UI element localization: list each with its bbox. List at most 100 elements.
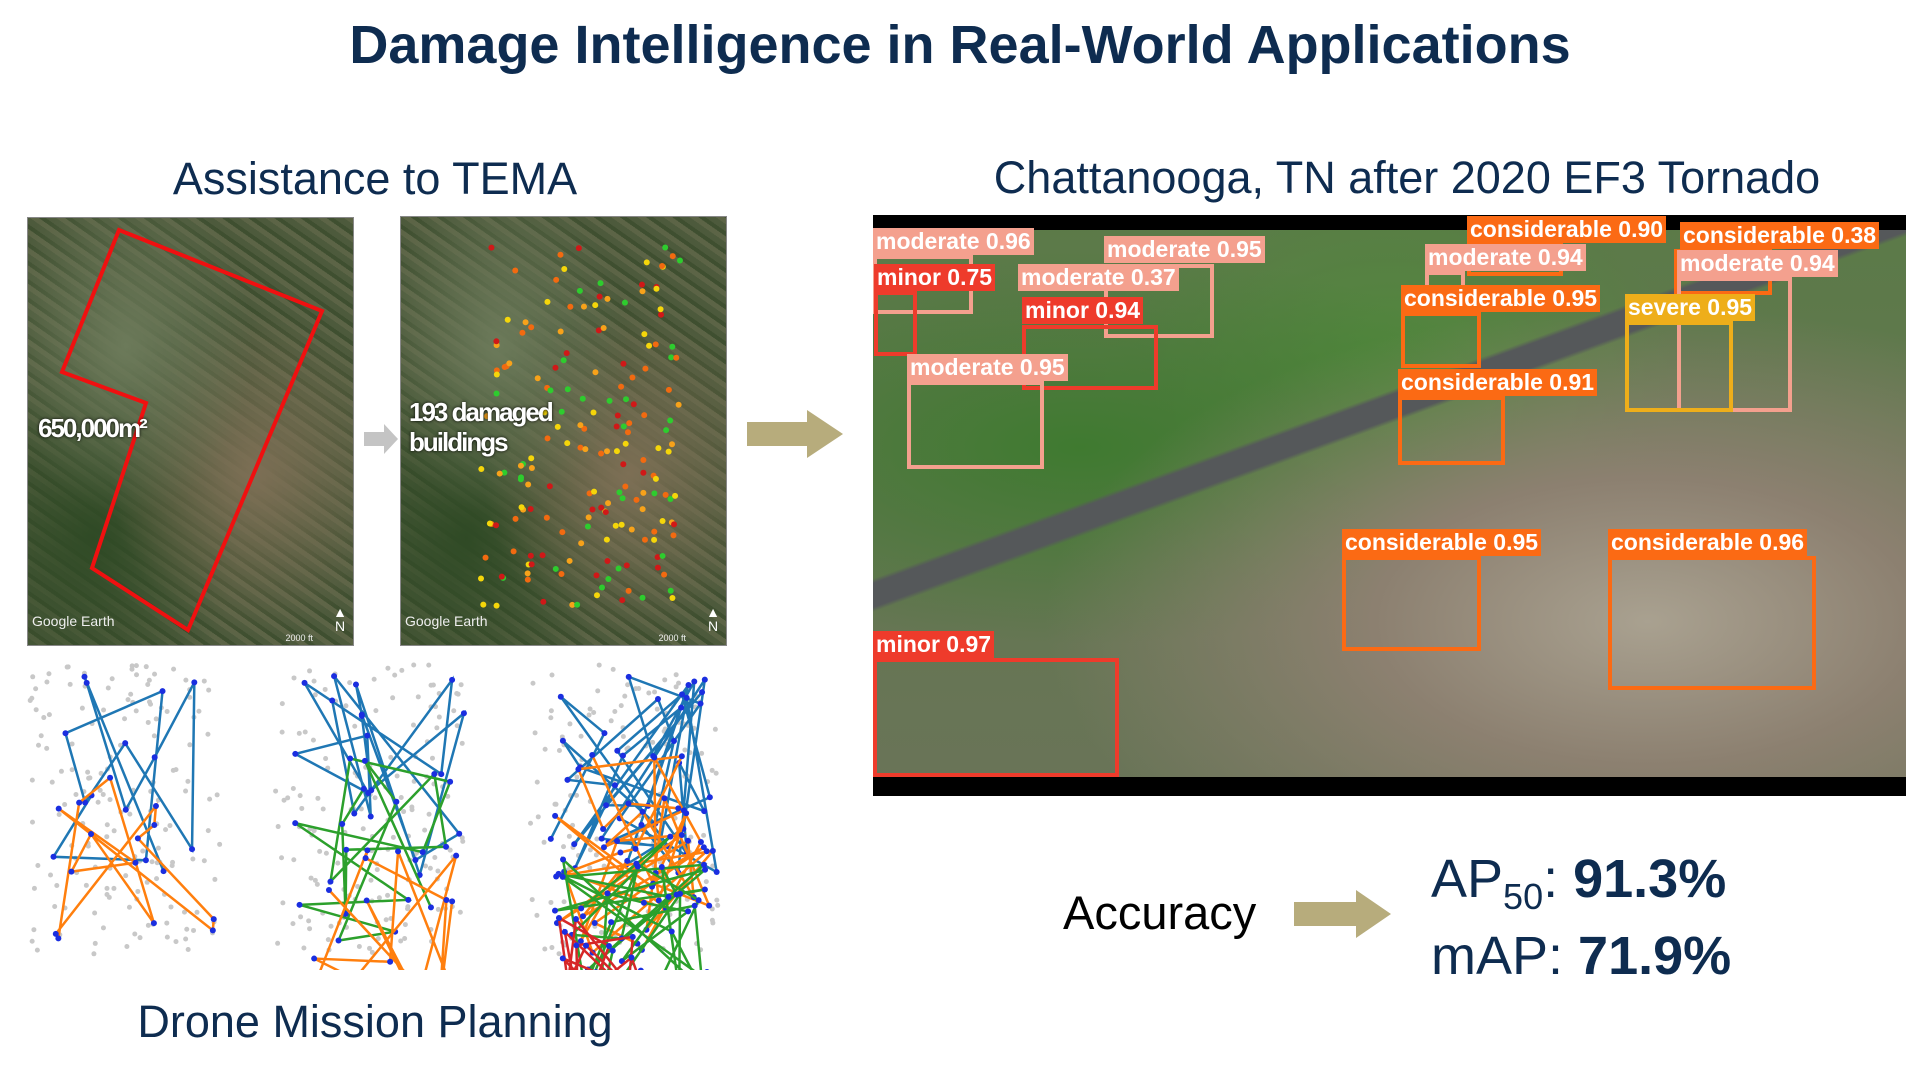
damage-pin: [640, 456, 647, 463]
waypoint: [549, 945, 555, 951]
path-node: [701, 886, 708, 893]
path-node: [628, 954, 635, 961]
detection-label: minor 0.97: [873, 631, 995, 658]
damage-pin: [504, 316, 511, 323]
damage-pin: [615, 565, 622, 572]
detection-box-considerable: [1342, 556, 1481, 651]
waypoint: [356, 944, 362, 950]
path-node: [678, 704, 685, 711]
waypoint: [154, 876, 160, 882]
detection-label: minor 0.75: [874, 264, 996, 291]
damage-pin: [618, 383, 625, 390]
waypoint: [595, 688, 601, 694]
damage-pin: [619, 495, 626, 502]
waypoint: [561, 899, 567, 905]
waypoint: [30, 674, 36, 680]
damage-pin: [620, 360, 627, 367]
waypoint: [36, 742, 42, 748]
waypoint: [279, 855, 285, 861]
damage-pin: [659, 518, 666, 525]
waypoint: [65, 664, 71, 670]
damage-pin: [557, 328, 564, 335]
path-node: [654, 696, 661, 703]
damage-pin: [528, 465, 535, 472]
damage-pin: [566, 557, 573, 564]
path-node: [364, 847, 371, 854]
waypoint: [429, 755, 435, 761]
waypoint: [124, 944, 130, 950]
damage-pin: [578, 540, 585, 547]
path-node: [638, 821, 645, 828]
path-node: [591, 919, 598, 926]
damage-pin: [493, 371, 500, 378]
detection-label: severe 0.95: [1625, 294, 1756, 321]
damage-pin: [586, 490, 593, 497]
waypoint: [107, 797, 113, 803]
damage-pin: [638, 281, 645, 288]
path-node: [603, 802, 610, 809]
waypoint: [587, 865, 593, 871]
waypoint: [149, 859, 155, 865]
waypoint: [390, 834, 396, 840]
waypoint: [92, 910, 98, 916]
waypoint: [134, 672, 140, 678]
chattanooga-heading: Chattanooga, TN after 2020 EF3 Tornado: [993, 152, 1821, 203]
path-node: [559, 737, 566, 744]
waypoint: [151, 733, 157, 739]
waypoint: [73, 792, 79, 798]
waypoint: [325, 937, 331, 943]
waypoint: [394, 773, 400, 779]
path-node: [651, 754, 658, 761]
detection-label: considerable 0.95: [1401, 285, 1601, 312]
path-node: [557, 693, 564, 700]
detection-label: moderate 0.94: [1425, 244, 1586, 271]
waypoint: [111, 828, 117, 834]
path-node: [701, 676, 708, 683]
waypoint: [650, 739, 656, 745]
waypoint: [83, 882, 89, 888]
waypoint: [279, 701, 285, 707]
damage-pin: [622, 440, 629, 447]
path-node: [122, 740, 129, 747]
damage-pin: [540, 598, 547, 605]
waypoint: [44, 745, 50, 751]
waypoint: [147, 699, 153, 705]
path-node: [210, 916, 217, 923]
waypoint: [561, 844, 567, 850]
waypoint: [426, 811, 432, 817]
waypoint: [290, 785, 296, 791]
damage-pin: [655, 445, 662, 452]
path-node: [55, 935, 62, 942]
path-node: [367, 813, 374, 820]
waypoint: [598, 929, 604, 935]
path-node: [670, 738, 677, 745]
damage-pin: [659, 552, 666, 559]
damage-pin: [669, 343, 676, 350]
waypoint: [335, 860, 341, 866]
damage-pin: [604, 557, 611, 564]
waypoint: [31, 885, 37, 891]
waypoint: [347, 680, 353, 686]
flight-path: [554, 835, 708, 970]
path-node: [683, 694, 690, 701]
damage-pin: [639, 594, 646, 601]
path-node: [50, 853, 57, 860]
waypoint: [610, 666, 616, 672]
path-node: [611, 782, 618, 789]
path-node: [82, 799, 89, 806]
damage-pin: [577, 422, 584, 429]
waypoint: [183, 677, 189, 683]
waypoint: [311, 678, 317, 684]
waypoint: [612, 709, 618, 715]
scale-label: 2000 ft: [285, 633, 313, 643]
waypoint: [168, 904, 174, 910]
accuracy-label: Accuracy: [1063, 886, 1257, 939]
damage-pin: [661, 571, 668, 578]
damage-pin: [567, 303, 574, 310]
path-node: [678, 753, 685, 760]
damage-pin: [558, 408, 565, 415]
waypoint: [310, 737, 316, 743]
path-node: [361, 757, 368, 764]
waypoint: [567, 721, 573, 727]
